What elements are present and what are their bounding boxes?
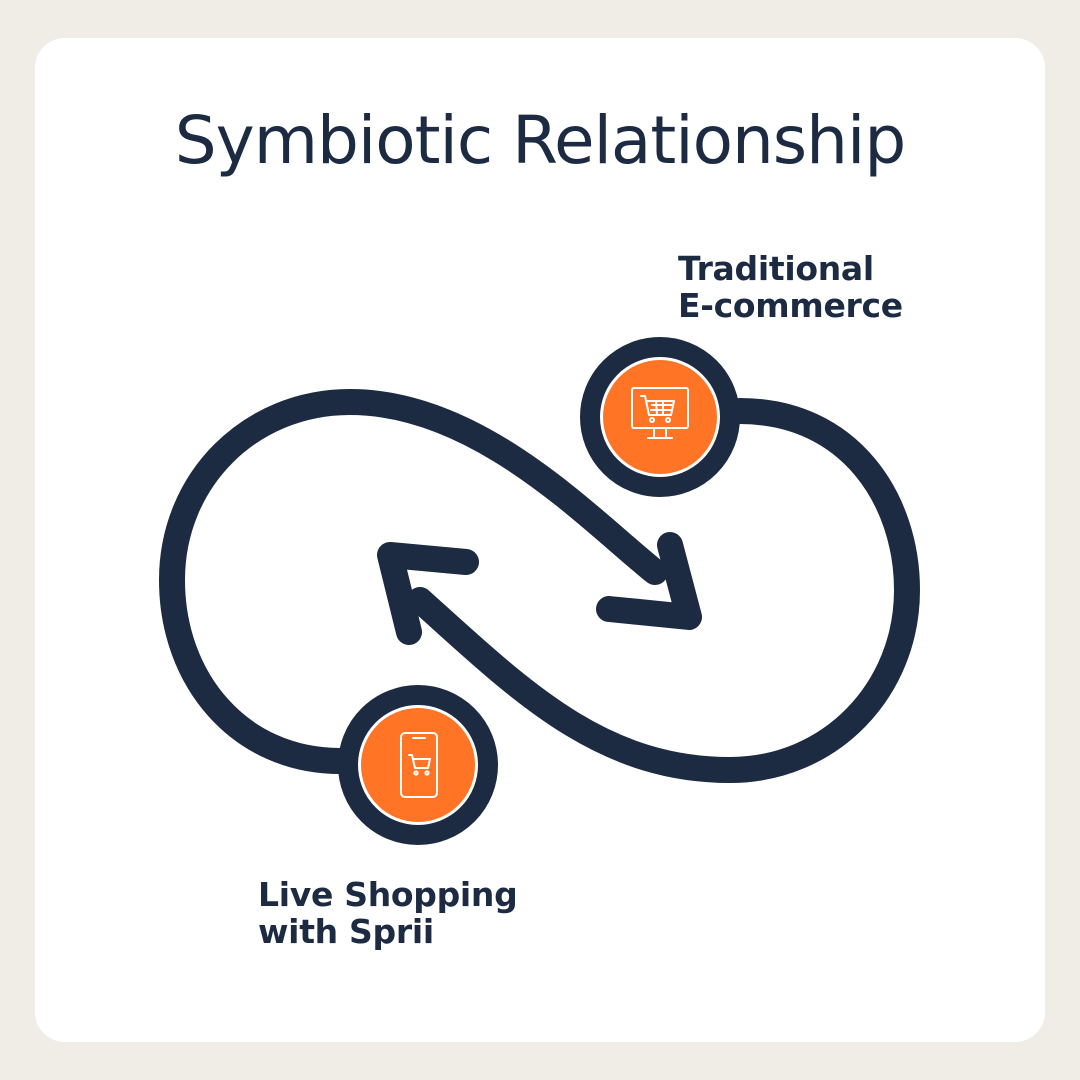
left-loop-path — [159, 389, 668, 774]
label-traditional-ecommerce: Traditional E-commerce — [678, 250, 903, 324]
label-line: E-commerce — [678, 286, 903, 325]
arrowhead-up-left-icon — [377, 542, 479, 645]
desktop-shopping-cart-icon — [631, 387, 689, 439]
page-title: Symbiotic Relationship — [174, 102, 907, 179]
label-line: Traditional — [678, 249, 874, 288]
card — [35, 38, 1045, 1042]
label-line: Live Shopping — [258, 875, 518, 914]
label-live-shopping: Live Shopping with Sprii — [258, 875, 518, 951]
mobile-shopping-cart-icon — [400, 732, 438, 798]
node-live-shopping — [338, 685, 498, 845]
label-line: with Sprii — [258, 912, 434, 951]
node-traditional-ecommerce — [580, 337, 740, 497]
right-loop-path — [407, 398, 920, 783]
arrowhead-down-right-icon — [596, 532, 702, 630]
